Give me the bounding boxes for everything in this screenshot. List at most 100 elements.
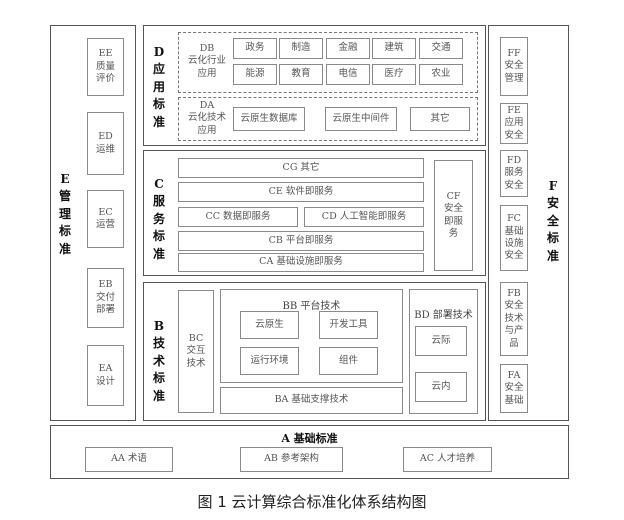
db-item: 金融 [326,38,370,59]
d-application-standards: D 应用标准 [143,25,486,146]
item-label: 基础设施安全 [504,225,524,262]
db-item: 交通 [419,38,463,59]
ca-iaas: CA 基础设施即服务 [178,253,424,272]
item-code: FD [506,154,522,166]
f-label: F 安全标准 [545,178,561,265]
bd-item: 云际 [415,326,467,356]
item-code: ED [98,131,113,143]
item-label: 运营 [95,219,115,230]
e-label: E 管理标准 [57,171,73,258]
db-industry-apps-group [178,32,478,93]
item-code: EE [98,48,113,60]
d-title: 应用标准 [152,62,165,129]
bd-item: 云内 [415,372,467,402]
db-label: DB 云化行业应用 [184,43,230,80]
ce-saas: CE 软件即服务 [178,182,424,202]
item-label: 质量评价 [95,60,115,85]
bb-platform-tech [220,289,403,383]
c-service-standards: C 服务标准 [143,150,486,276]
da-label: DA 云化技术应用 [184,100,230,137]
item-label: 交付部署 [95,291,115,316]
bb-item: 开发工具 [319,311,378,339]
ba-infra-support-tech: BA 基础支撑技术 [220,387,403,414]
item-label: 安全技术与产品 [504,300,524,349]
e-management-standards: E 管理标准 [50,25,136,421]
item-code: FC [507,213,521,225]
da-tech-apps-group [178,97,478,141]
e-title: 管理标准 [58,189,71,256]
cf-title: 安全即服务 [443,203,463,239]
bc-code: BC [188,332,204,344]
da-item: 其它 [410,107,470,131]
item-label: 安全管理 [504,60,524,84]
bd-title: BD 部署技术 [414,310,473,321]
figure-caption: 图 1 云计算综合标准化体系结构图 [197,493,427,511]
d-code: D [153,45,165,59]
aa-terminology: AA 术语 [85,447,173,472]
c-label: C 服务标准 [151,176,167,263]
c-code: C [154,177,164,191]
ac-talent-training: AC 人才培养 [403,447,492,472]
db-item: 农业 [419,64,463,85]
da-item: 云原生数据库 [233,107,305,131]
b-title: 技术标准 [152,336,165,403]
b-technology-standards: B 技术标准 [143,282,486,421]
b-label: B 技术标准 [151,318,167,405]
item-code: FF [507,47,521,59]
bb-item: 组件 [319,347,378,375]
item-label: 服务安全 [504,167,524,191]
db-code: DB [199,43,215,54]
e-code: E [60,172,70,186]
bb-title: BB 平台技术 [282,301,341,312]
f-title: 安全标准 [546,196,559,263]
cf-secaas: CF 安全即服务 [434,160,473,271]
item-code: EA [98,363,113,375]
bd-deployment-tech [409,289,478,414]
cg-other: CG 其它 [178,158,424,178]
item-code: FB [507,288,521,300]
a-title: A 基础标准 [281,432,338,445]
db-item: 电信 [326,64,370,85]
item-label: 安全基础 [504,382,524,406]
c-title: 服务标准 [152,194,165,261]
cc-daas: CC 数据即服务 [178,207,298,227]
cf-code: CF [446,190,461,202]
bc-interaction-tech: BC 交互技术 [178,290,214,413]
a-basic-standards [50,425,569,479]
ab-reference-architecture: AB 参考架构 [240,447,343,472]
db-title: 云化行业应用 [187,55,226,79]
da-item: 云原生中间件 [325,107,397,131]
db-item: 制造 [279,38,323,59]
db-item: 建筑 [372,38,416,59]
item-code: FE [507,104,521,116]
item-label: 应用安全 [504,117,524,141]
bc-title: 交互技术 [186,345,206,369]
da-title: 云化技术应用 [187,112,226,136]
cd-aiaas: CD 人工智能即服务 [304,207,424,227]
d-label: D 应用标准 [151,44,167,131]
bb-item: 运行环境 [240,347,299,375]
db-item: 医疗 [372,64,416,85]
db-item: 教育 [279,64,323,85]
b-code: B [153,319,165,333]
item-code: FA [507,369,521,381]
item-code: EB [98,279,113,291]
da-code: DA [199,100,215,111]
item-label: 设计 [95,375,115,387]
item-label: 运维 [95,143,115,155]
db-item: 政务 [233,38,277,59]
item-code: EC [98,206,113,218]
db-item: 能源 [233,64,277,85]
